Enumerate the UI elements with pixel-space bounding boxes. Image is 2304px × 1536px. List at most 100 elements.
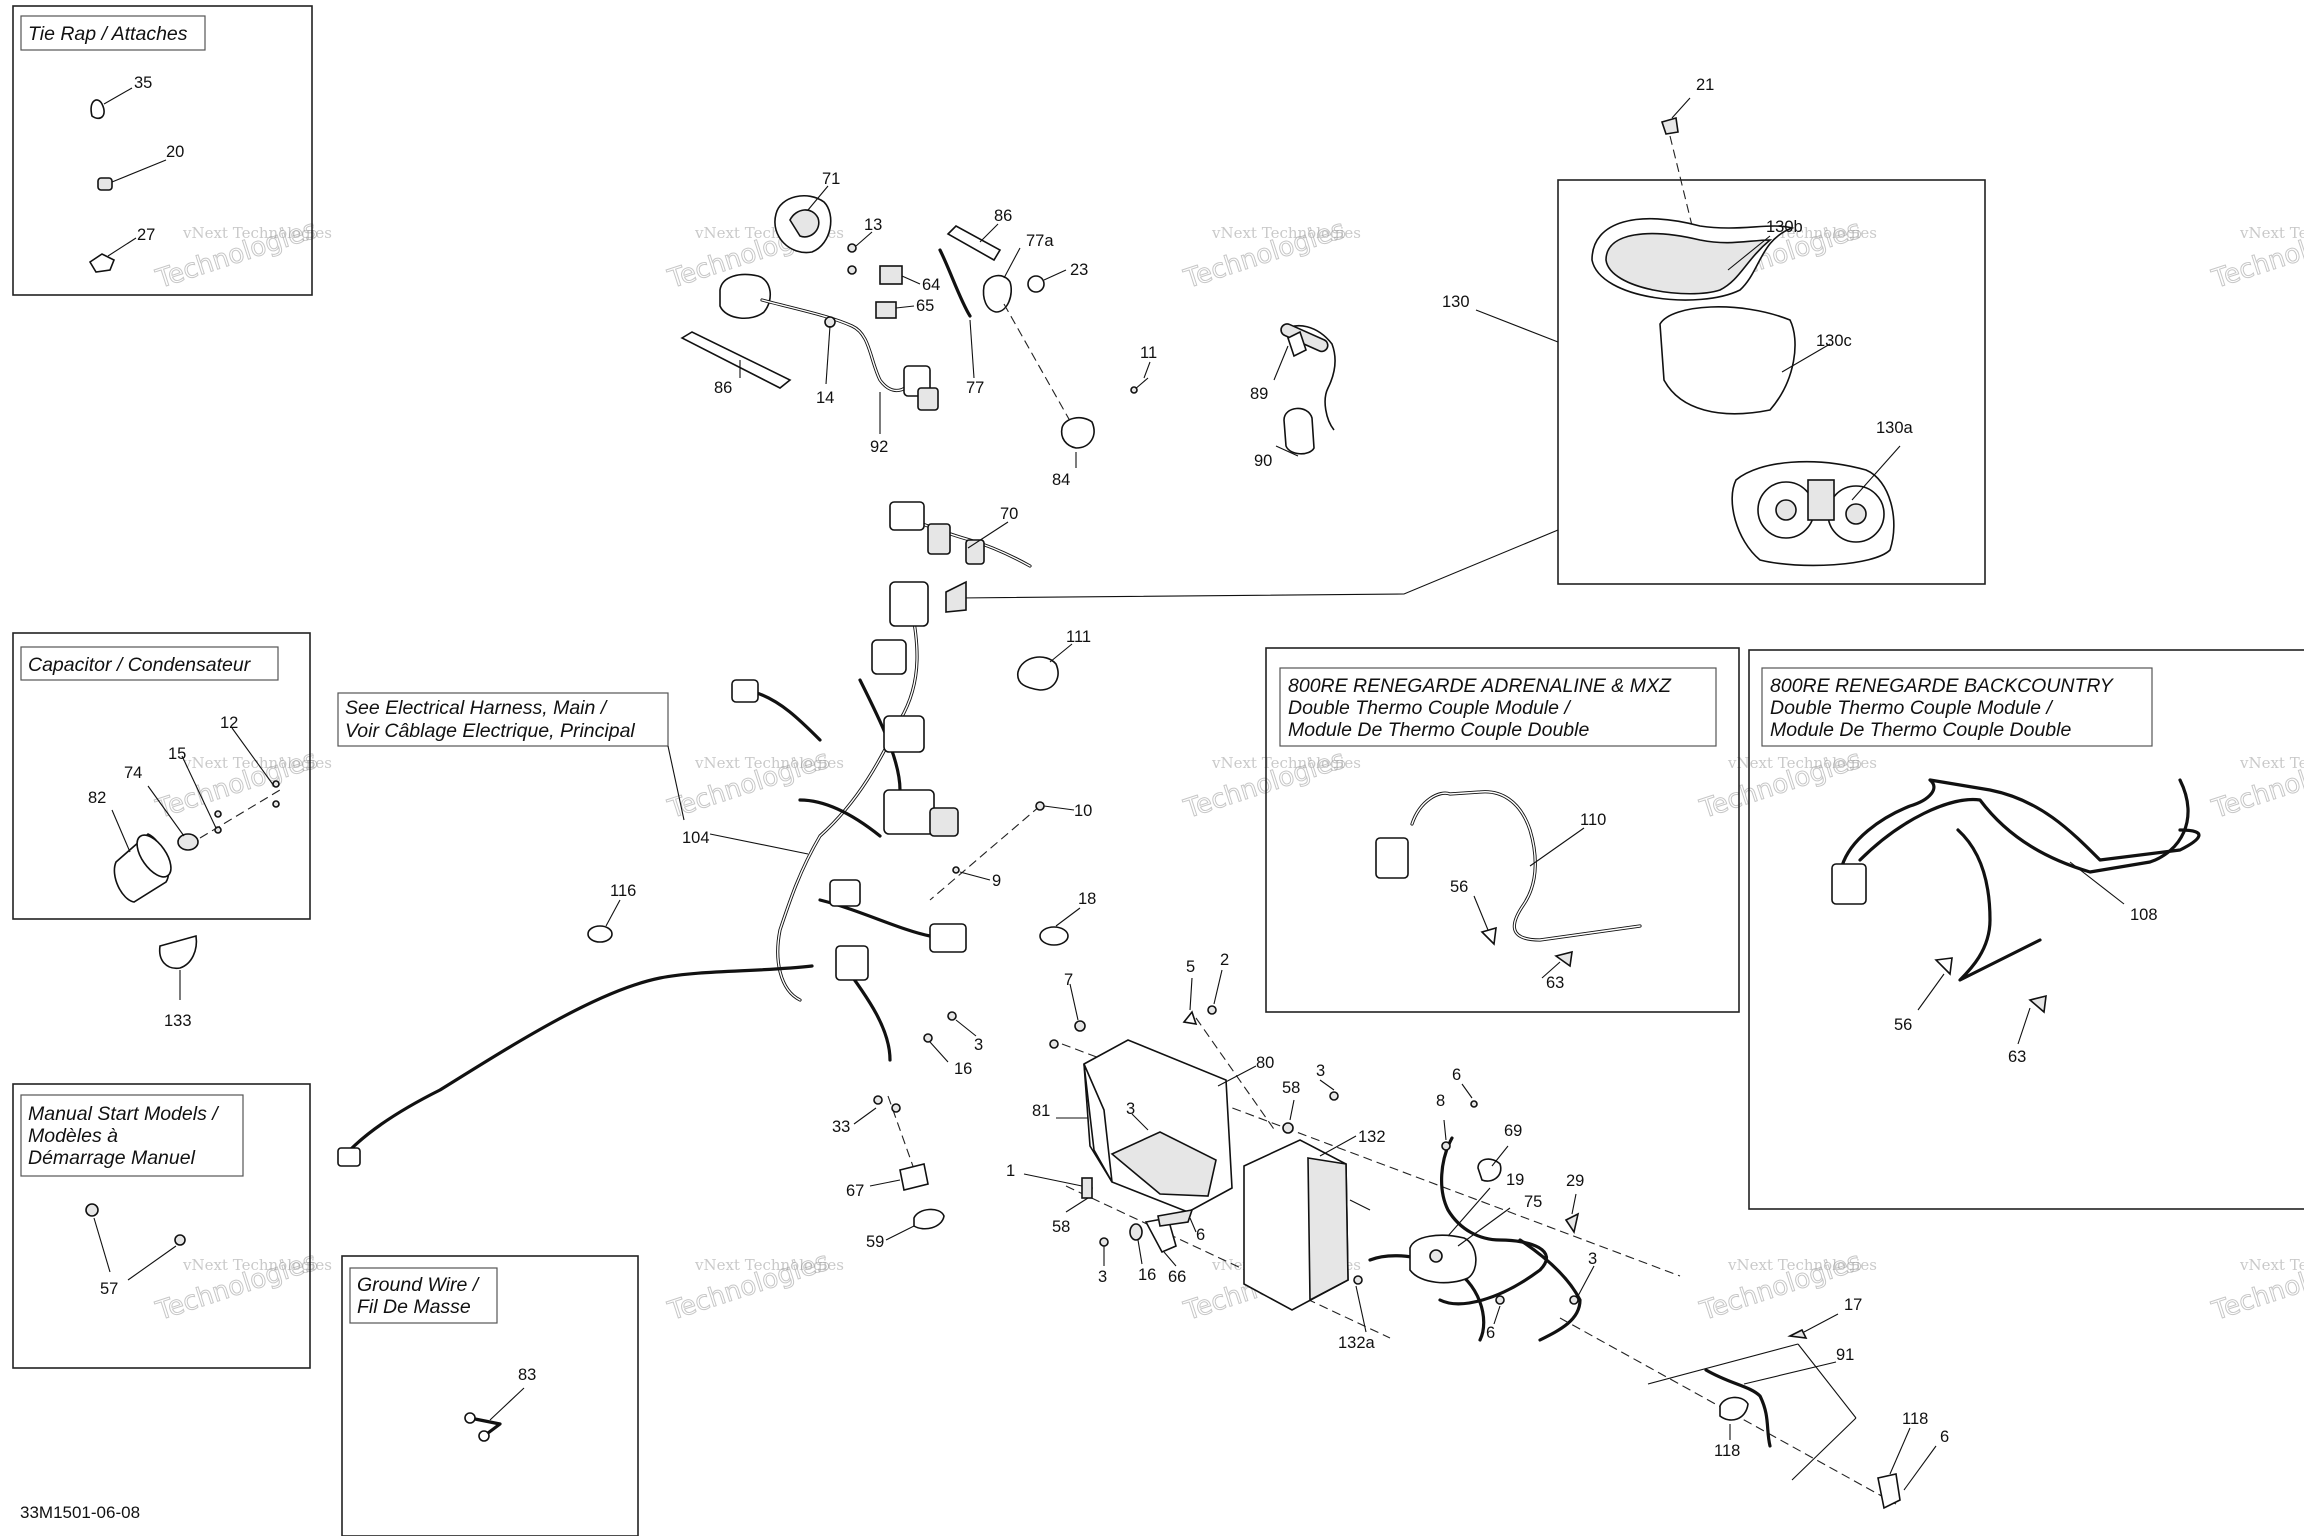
callout-86: 86 [714,379,732,397]
leader-line [1055,907,1081,927]
nut-15b [214,810,222,818]
harness-branch [798,798,882,838]
leader-line [111,809,131,853]
callout-29: 29 [1566,1172,1584,1190]
thermo-wire-108b [1858,778,2190,874]
callout-118: 118 [1714,1442,1740,1460]
callout-67: 67 [846,1182,864,1200]
leader-line [1003,247,1021,279]
screw-2 [1207,1005,1217,1015]
connector-92b [917,387,939,411]
thermo-connector [1375,837,1409,879]
leader-line [1213,969,1223,1005]
leader-line [1571,1193,1577,1215]
leader-line [1493,1305,1501,1325]
connector-70b [927,523,951,555]
group-title-box [20,646,279,681]
tie-rap-parts [88,87,167,273]
leader-line [1143,361,1151,379]
callout-110: 110 [1580,811,1606,829]
leader-line [1273,345,1289,381]
watermark-text: vNext Technologies [2239,224,2304,242]
assembly-axis [1003,303,1075,429]
harness-trunk-inner [777,599,918,1001]
thermo-wire-inner [1411,791,1641,941]
group-title-line: Ground Wire / [357,1274,481,1296]
thermo-module-adrenaline [1375,790,1642,979]
leader-line [929,1041,949,1063]
sensor-91 [1704,1368,1772,1448]
clip-6a [1157,1208,1194,1227]
part-57b [174,1234,186,1246]
leader-line [869,1179,901,1187]
connector-harness [929,807,959,837]
sleeve-86a [946,225,1002,262]
leader-line [231,727,275,787]
screw-132a [1353,1275,1363,1285]
callout-13: 13 [864,216,882,234]
leader-line [955,1019,977,1037]
leader-line [895,305,915,309]
leader-line [1217,1065,1257,1087]
callout-15: 15 [168,745,186,763]
callout-80: 80 [1256,1054,1274,1072]
callout-108: 108 [2130,906,2158,924]
leader-line [1577,1265,1595,1297]
grommet-84 [1060,416,1095,449]
group-title-line: Module De Thermo Couple Double [1288,719,1589,741]
switch-90 [1283,407,1315,455]
leader-line [853,1107,877,1125]
callout-3: 3 [1588,1250,1597,1268]
connector-harness [871,639,907,675]
clip-21 [1660,116,1679,135]
watermark: vNext Technologies Technologies [1179,214,1361,295]
clip-56 [1480,926,1497,946]
bracket-81 [1083,1063,1113,1183]
group-title-line: Démarrage Manuel [28,1147,196,1169]
harness-arrow [945,580,967,613]
switch-housing [719,273,771,319]
ground-wire-83 [468,1416,502,1438]
connector-harness [731,679,759,703]
leader-line [1131,1113,1149,1131]
clip-56b [1934,957,1953,976]
watermark-text: vNext Technologies [1727,754,1877,772]
callout-6: 6 [1940,1428,1949,1446]
callout-3: 3 [1098,1268,1107,1286]
callout-7: 7 [1064,971,1073,989]
callout-9: 9 [992,872,1001,890]
clip-63b [2028,994,2047,1014]
connector-70a [889,501,925,531]
group-title-line: Double Thermo Couple Module / [1288,697,1572,719]
screw-9 [952,866,960,874]
leader-line [979,223,999,243]
capacitor-end [136,834,172,878]
ground-lug [464,1412,476,1424]
harness-long-lead [348,964,814,1152]
callout-17: 17 [1844,1296,1862,1314]
screw-10 [1035,801,1045,811]
clip-20 [97,177,113,191]
bracket-74 [177,833,199,851]
clip-23 [1027,275,1045,293]
nut-7 [1074,1020,1086,1032]
leader-line [1065,1197,1089,1213]
callout-33: 33 [832,1118,850,1136]
connector-111 [1016,656,1059,691]
callout-130c: 130c [1816,332,1852,350]
watermark-text: vNext Technologies [1727,1256,1877,1274]
nut-33b [891,1103,901,1113]
group-title-line: Fil De Masse [357,1296,471,1318]
leader-line [1163,1251,1177,1267]
leader-line [1289,1099,1295,1121]
callout-8: 8 [1436,1092,1445,1110]
ground-cable [1518,1238,1582,1342]
group-manual-start: Manual Start Models / Modèles à Démarrag… [12,1083,311,1369]
callout-57: 57 [100,1280,118,1298]
assembly-axis [1061,1043,1681,1277]
nut-6c [1495,1295,1505,1305]
connector-harness [929,923,967,953]
gauge-hub-right [1845,503,1867,525]
group-title-line: 800RE RENEGARDE BACKCOUNTRY [1770,675,2115,697]
leader-line [1903,1445,1937,1491]
